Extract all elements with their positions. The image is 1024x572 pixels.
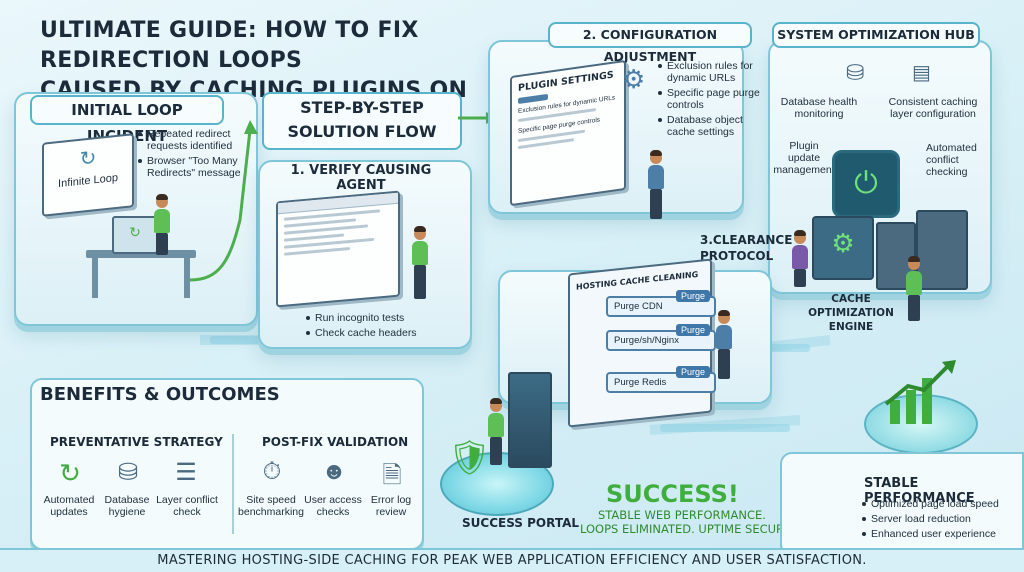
step3-title-line1: 3.CLEARANCE: [700, 233, 793, 247]
step2-title: 2. CONFIGURATION ADJUSTMENT: [548, 22, 752, 64]
engine-caption: CACHE OPTIMIZATION ENGINE: [796, 292, 906, 334]
step2-bullet: Exclusion rules for dynamic URLs: [658, 60, 762, 84]
initial-bullet: Browser "Too Many Redirects" message: [138, 155, 250, 179]
engine-block: ⚙: [812, 216, 874, 280]
laptop: ↻: [112, 216, 158, 254]
server-rack-icon: ▤: [912, 62, 931, 84]
desk-leg: [184, 258, 190, 298]
server-tower: [916, 210, 968, 290]
benefits-divider: [232, 434, 234, 534]
hub-title: SYSTEM OPTIMIZATION HUB: [772, 22, 980, 48]
purge-cdn-label: Purge CDN: [614, 301, 663, 312]
flow-title-line1: STEP-BY-STEP: [300, 98, 424, 117]
engine-gear-icon: ⚙: [831, 228, 855, 258]
stable-bullet: Enhanced user experience: [862, 528, 1012, 540]
initial-bullet: Repeated redirect requests identified: [138, 128, 250, 152]
hub-label-db: Database health monitoring: [780, 96, 858, 120]
person-pointing: [412, 226, 428, 299]
step3-title-line2: PROTOCOL: [700, 249, 774, 263]
stable-bullet: Optimized page load speed: [862, 498, 1012, 510]
hub-label-conflict: Automated conflict checking: [926, 142, 977, 178]
purge-redis-button[interactable]: Purge: [676, 366, 711, 378]
benefit-label: Layer conflict check: [156, 494, 218, 518]
loop-icon: ↻: [79, 147, 97, 171]
hub-label-plugin: Plugin update management: [773, 140, 835, 176]
laptop-refresh-icon: ↻: [129, 224, 141, 240]
step1-bullet: Check cache headers: [306, 327, 446, 339]
stable-bullets: Optimized page load speed Server load re…: [862, 498, 1012, 543]
person-engineer: [792, 230, 808, 287]
step2-bullet: Specific page purge controls: [658, 87, 762, 111]
portal-label: SUCCESS PORTAL: [462, 516, 580, 530]
shield-check-icon: 🛡: [448, 439, 492, 477]
engine-caption-line1: CACHE OPTIMIZATION: [808, 293, 894, 319]
success-headline: SUCCESS!: [606, 480, 739, 508]
validation-title: POST-FIX VALIDATION: [262, 435, 409, 449]
step1-title: 1. VERIFY CAUSING AGENT: [290, 163, 432, 193]
benefit-label: User access checks: [304, 494, 362, 518]
footer-tagline: MASTERING HOSTING-SIDE CACHING FOR PEAK …: [0, 548, 1024, 572]
portal-door: [508, 372, 552, 468]
plugin-settings-window: PLUGIN SETTINGS Exclusion rules for dyna…: [510, 59, 626, 207]
flow-title-line2: SOLUTION FLOW: [287, 122, 437, 141]
engine-caption-line2: ENGINE: [828, 321, 874, 333]
benefit-label: Automated updates: [43, 494, 95, 518]
plugin-tab: [518, 93, 548, 105]
step2-bullet: Database object cache settings: [658, 114, 762, 138]
person-at-desk: [154, 194, 170, 255]
refresh-icon: ↻: [59, 458, 81, 488]
initial-bullets: Repeated redirect requests identified Br…: [138, 128, 250, 182]
growth-chart-icon: [884, 360, 956, 424]
benefits-panel: [30, 378, 424, 550]
purge-redis-label: Purge Redis: [614, 377, 667, 388]
stable-bullet: Server load reduction: [862, 513, 1012, 525]
hub-label-cache: Consistent caching layer configuration: [888, 96, 978, 120]
desk-leg: [92, 258, 98, 298]
benefit-label: Error log review: [370, 494, 412, 518]
user-check-icon: ☻: [321, 458, 347, 485]
browser-window: [276, 190, 400, 308]
preventative-title: PREVENTATIVE STRATEGY: [50, 435, 223, 449]
error-log-icon: 🗎: [382, 462, 402, 489]
step1-bullets: Run incognito tests Check cache headers: [306, 312, 446, 342]
plugin-settings-title: PLUGIN SETTINGS: [518, 69, 614, 95]
step2-bullets: Exclusion rules for dynamic URLs Specifi…: [658, 60, 762, 141]
speedometer-icon: ⏱: [262, 458, 282, 485]
stable-title: STABLE PERFORMANCE: [864, 476, 975, 506]
cache-cleaning-title: HOSTING CACHE CLEANING: [576, 269, 699, 292]
person-exiting-portal: [488, 398, 504, 465]
database-icon: ⛁: [117, 459, 139, 486]
person-technician: [906, 256, 922, 321]
success-line1: STABLE WEB PERFORMANCE.: [598, 508, 766, 522]
purge-nginx-label: Purge/sh/Nginx: [614, 335, 679, 346]
benefit-label: Database hygiene: [104, 494, 150, 518]
database-icon: ⛁: [846, 60, 865, 85]
cable-connector: [189, 120, 258, 282]
gear-icon: ⚙: [622, 64, 646, 94]
main-title-line1: ULTIMATE GUIDE: HOW TO FIX REDIRECTION L…: [40, 18, 419, 73]
purge-cdn-button[interactable]: Purge: [676, 290, 711, 302]
person-with-tablet: [648, 150, 664, 219]
purge-nginx-button[interactable]: Purge: [676, 324, 711, 336]
power-hub-icon: ⏻: [832, 150, 900, 218]
step3-title: 3.CLEARANCE PROTOCOL: [700, 232, 792, 264]
solution-flow-title: STEP-BY-STEP SOLUTION FLOW: [262, 92, 462, 150]
person-clearance: [716, 310, 732, 379]
step1-bullet: Run incognito tests: [306, 312, 446, 324]
infinite-loop-screen: ↻ Infinite Loop: [42, 133, 134, 217]
benefits-title: BENEFITS & OUTCOMES: [40, 384, 280, 405]
desk: [86, 250, 196, 258]
benefit-label: Site speed benchmarking: [238, 494, 304, 518]
layers-icon: ☰: [175, 459, 197, 486]
success-message: STABLE WEB PERFORMANCE. LOOPS ELIMINATED…: [580, 508, 804, 536]
success-line2: LOOPS ELIMINATED. UPTIME SECURED.: [580, 522, 804, 536]
